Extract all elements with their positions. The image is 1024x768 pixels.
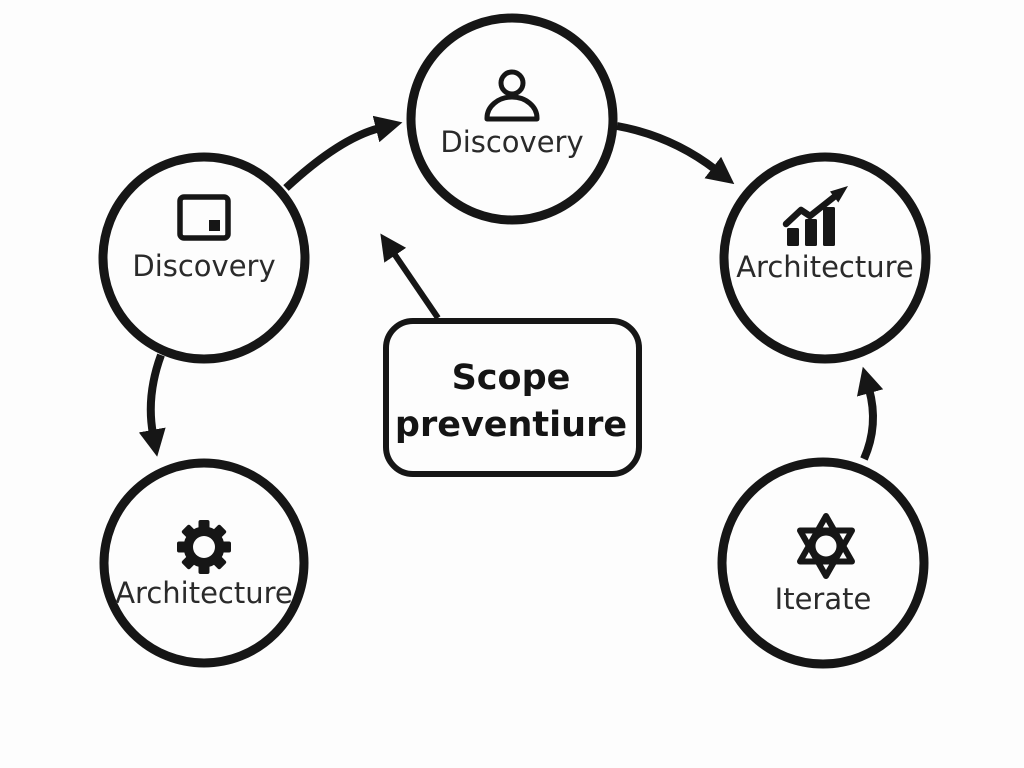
node-bottom-right-iterate: Iterate <box>717 457 929 669</box>
node-right-architecture: Architecture <box>719 152 931 364</box>
gear-icon <box>177 520 231 574</box>
node-circle <box>719 152 931 364</box>
window-icon <box>177 194 231 241</box>
arrow-top-to-right <box>616 122 735 185</box>
node-label: Architecture <box>115 576 293 610</box>
arrow-left-to-top <box>283 115 403 191</box>
callout-text-line2: preventiure <box>395 405 627 445</box>
node-label: Architecture <box>736 250 914 284</box>
arrow-bottom-right-to-right <box>856 366 884 461</box>
node-circle <box>98 152 310 364</box>
growth-chart-icon <box>782 186 848 246</box>
arrow-left-to-bottom-left <box>138 353 166 457</box>
node-label: Iterate <box>775 582 872 616</box>
node-label: Discovery <box>132 249 275 283</box>
node-bottom-left-architecture: Architecture <box>99 458 309 668</box>
node-top-discovery: Discovery <box>406 13 618 225</box>
atom-icon <box>797 513 855 579</box>
callout: Scope preventiure <box>380 233 642 477</box>
callout-annotation-arrow <box>380 233 441 320</box>
person-icon <box>484 69 540 122</box>
node-left-discovery: Discovery <box>98 152 310 364</box>
callout-text-line1: Scope <box>452 358 571 398</box>
node-label: Discovery <box>440 125 583 159</box>
callout-box <box>383 318 642 477</box>
